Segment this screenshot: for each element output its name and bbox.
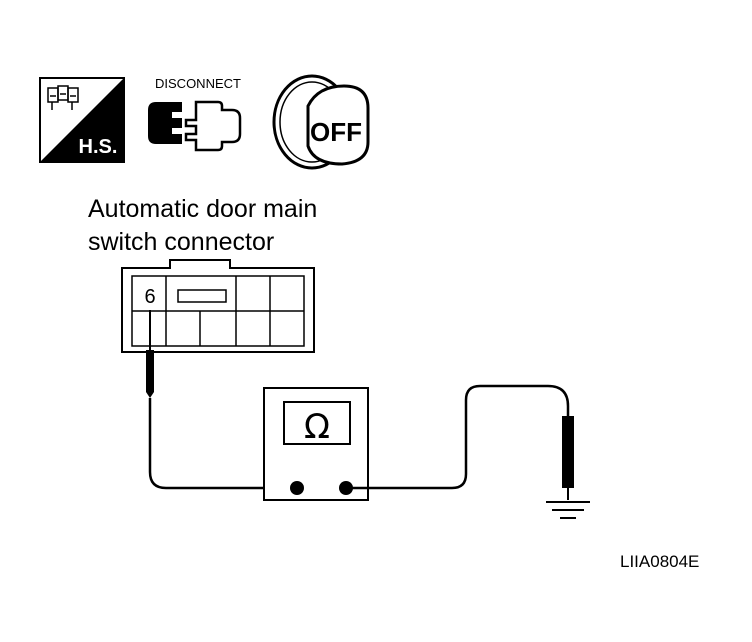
harness-side-icon: H.S. [39,77,125,163]
ohmmeter: Ω [263,387,369,501]
ground-symbol [546,501,590,519]
left-test-lead [148,398,297,490]
disconnect-label: DISCONNECT [155,76,241,91]
figure-code: LIIA0804E [620,552,700,571]
right-probe [562,416,574,500]
ignition-off-icon: OFF [272,74,370,170]
terminal-6-label: 6 [144,286,155,308]
ohm-symbol: Ω [304,407,330,447]
connector-title-line2: switch connector [88,228,275,256]
left-probe [146,310,154,398]
left-meter-terminal [290,481,304,495]
off-label: OFF [310,117,362,147]
door-main-switch-connector: 6 [121,259,315,353]
connector-title: Automatic door main switch connector [88,193,317,259]
right-test-lead [346,384,570,490]
connector-title-line1: Automatic door main [88,195,318,223]
hs-label: H.S. [79,136,118,158]
connector-pin-icon [47,85,79,110]
disconnect-icon: DISCONNECT [148,76,242,152]
